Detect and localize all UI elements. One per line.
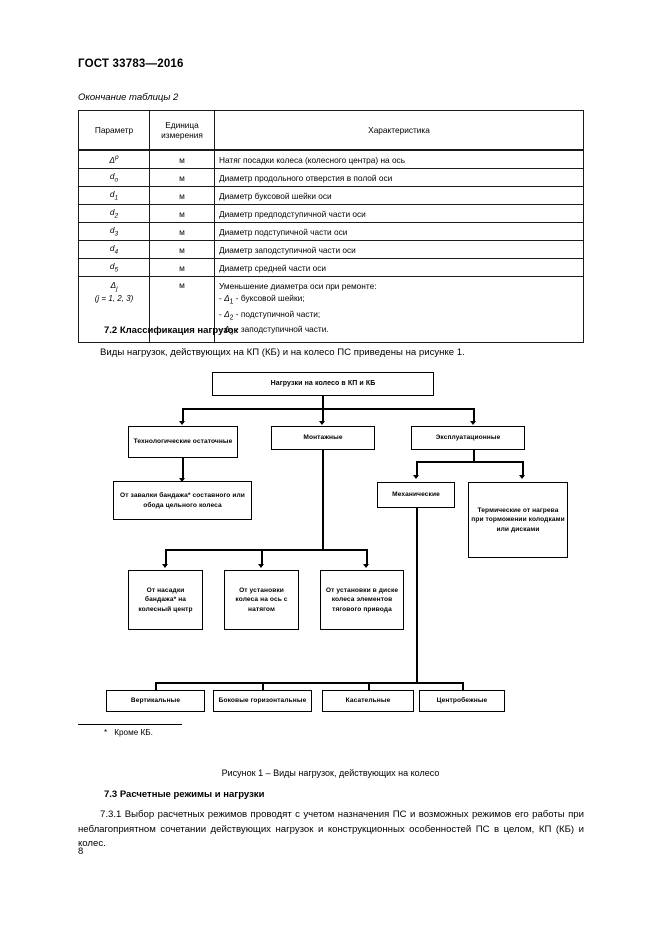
connector-level2-left (182, 408, 184, 423)
flowchart-node-vertical: Вертикальные (106, 690, 205, 712)
connector-level4-right (366, 549, 368, 566)
flowchart-node-tyre-fitting: От насадки бандажа* на колесный центр (128, 570, 203, 630)
table-row: d5 м Диаметр средней части оси (78, 258, 584, 277)
connector-level2-right (473, 408, 475, 423)
row-unit: м (149, 275, 215, 344)
table-row: d3 м Диаметр подступичной части оси (78, 222, 584, 241)
figure-caption: Рисунок 1 – Виды нагрузок, действующих н… (221, 768, 440, 778)
connector-bus-level4 (165, 549, 367, 551)
connector-mechanical-down (416, 461, 418, 477)
connector-level5-1 (155, 682, 157, 696)
table-row: d4 м Диаметр заподступичной части оси (78, 240, 584, 259)
characteristic-line: - Δ2 - подступичной части; (219, 308, 321, 322)
footnote-text: Кроме КБ. (114, 728, 153, 737)
unit-header-line-1: Единица (165, 119, 199, 130)
row-parameter-note: (j = 1, 2, 3) (94, 293, 134, 303)
column-header-unit: Единица измерения (149, 110, 215, 151)
connector-level5-3 (368, 682, 370, 696)
connector-bus-level2 (182, 408, 474, 410)
column-header-parameter: Параметр (78, 110, 150, 151)
flowchart-node-thermal: Термические от нагрева при торможении ко… (468, 482, 568, 558)
flowchart-node-drive-elements: От установки в диске колеса элементов тя… (320, 570, 404, 630)
section-paragraph-7-2: Виды нагрузок, действующих на КП (КБ) и … (78, 346, 584, 361)
arrow-level4-right (363, 564, 369, 568)
flowchart-node-tangential: Касательные (322, 690, 414, 712)
table-row: dо м Диаметр продольного отверстия в пол… (78, 168, 584, 187)
connector-technological-down (182, 458, 184, 480)
table-row: d2 м Диаметр предподступичной части оси (78, 204, 584, 223)
arrow-technological-down (179, 478, 185, 482)
flowchart-node-centrifugal: Центробежные (419, 690, 505, 712)
footnote: * Кроме КБ. (104, 728, 153, 737)
arrow-thermal (519, 475, 525, 479)
flowchart-node-rim-collapse: От завалки бандажа* составного или обода… (113, 481, 252, 520)
flowchart-node-root: Нагрузки на колесо в КП и КБ (212, 372, 434, 396)
footnote-separator (78, 724, 182, 725)
connector-bus-level3-right (416, 461, 524, 463)
page-number: 8 (78, 846, 84, 857)
flowchart-node-mechanical: Механические (377, 482, 455, 508)
arrow-level4-mid (258, 564, 264, 568)
table-row-repair-reduction: Δj (j = 1, 2, 3) м Уменьшение диаметра о… (78, 275, 584, 344)
footnote-marker: * (104, 728, 108, 737)
flowchart-node-assembly: Монтажные (271, 426, 375, 450)
connector-level5-4 (462, 682, 464, 696)
paragraph-text: 7.3.1 Выбор расчетных режимов проводят с… (78, 809, 584, 849)
section-heading-7-3: 7.3 Расчетные режимы и нагрузки (104, 789, 265, 800)
connector-root-down (322, 396, 324, 409)
flowchart-node-axle-fitting: От установки колеса на ось с натягом (224, 570, 299, 630)
characteristic-line: Уменьшение диаметра оси при ремонте: (219, 281, 377, 291)
arrow-mechanical (413, 475, 419, 479)
connector-level4-mid (261, 549, 263, 566)
table-row: Δр м Натяг посадки колеса (колесного цен… (78, 149, 584, 169)
connector-bus-level5 (155, 682, 463, 684)
connector-assembly-down (322, 450, 324, 550)
arrow-level2-mid (319, 421, 325, 425)
flowchart-node-technological: Технологические остаточные (128, 426, 238, 458)
parameters-table: Параметр Единица измерения Характеристик… (78, 110, 584, 344)
section-heading-7-2: 7.2 Классификация нагрузок (104, 325, 239, 336)
unit-header-line-2: измерения (161, 130, 203, 140)
connector-operational-down (473, 450, 475, 462)
flowchart-node-operational: Эксплуатационные (411, 426, 525, 450)
document-header: ГОСТ 33783—2016 (78, 58, 184, 70)
table-continuation-caption: Окончание таблицы 2 (78, 92, 179, 103)
connector-level2-mid (322, 408, 324, 423)
arrow-level2-left (179, 421, 185, 425)
section-paragraph-7-3: 7.3.1 Выбор расчетных режимов проводят с… (78, 808, 584, 852)
flowchart-node-lateral-horizontal: Боковые горизонтальные (213, 690, 312, 712)
connector-level4-left (165, 549, 167, 566)
characteristic-line: - Δ3 - заподступичной части. (219, 324, 329, 338)
column-header-characteristic: Характеристика (214, 110, 584, 151)
connector-level5-2 (262, 682, 264, 696)
characteristic-line: - Δ1 - буксовой шейки; (219, 293, 305, 306)
row-parameter-symbol: Δj (j = 1, 2, 3) (78, 275, 150, 344)
arrow-level2-right (470, 421, 476, 425)
connector-thermal-down (522, 461, 524, 477)
arrow-level4-left (162, 564, 168, 568)
connector-mechanical-to-bottom (416, 508, 418, 683)
table-body: Δр м Натяг посадки колеса (колесного цен… (78, 149, 584, 344)
table-header-row: Параметр Единица измерения Характеристик… (78, 110, 584, 151)
paragraph-text: Виды нагрузок, действующих на КП (КБ) и … (100, 347, 465, 358)
row-characteristic-multiline: Уменьшение диаметра оси при ремонте: - Δ… (214, 275, 584, 344)
